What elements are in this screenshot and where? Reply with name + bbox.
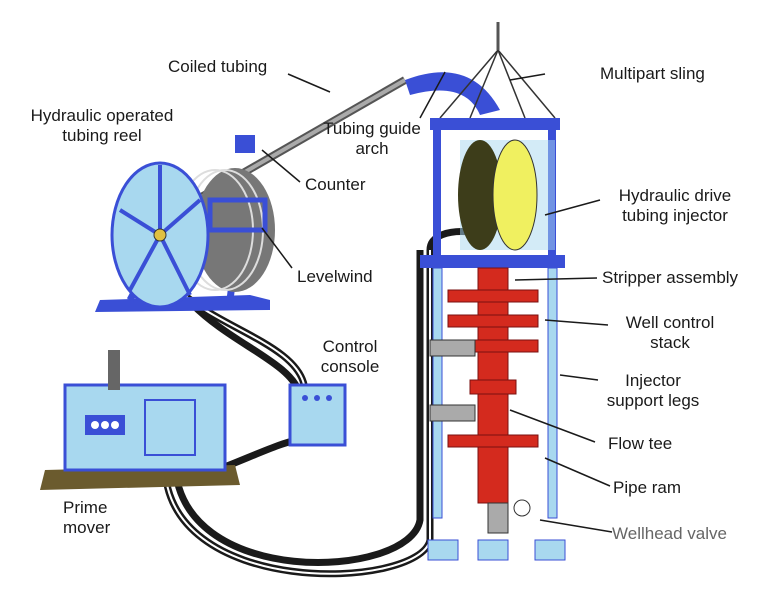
label-counter: Counter xyxy=(305,175,366,194)
label-legs-line2: support legs xyxy=(606,391,700,410)
label-control-console: Control console xyxy=(310,337,390,377)
well-control-stack xyxy=(447,267,539,504)
label-tubing-reel: Hydraulic operated tubing reel xyxy=(14,106,190,146)
label-well-control-stack: Well control stack xyxy=(612,313,728,353)
label-legs-line1: Injector xyxy=(625,371,681,390)
label-pipe-ram: Pipe ram xyxy=(613,478,682,497)
label-flow-tee: Flow tee xyxy=(608,434,673,453)
prime-mover xyxy=(40,350,240,490)
leader-lines xyxy=(261,71,613,533)
label-well-control-line2: stack xyxy=(650,333,690,352)
label-wellhead-valve: Wellhead valve xyxy=(612,524,727,543)
label-well-control-line1: Well control xyxy=(625,313,715,332)
flow-valve xyxy=(429,339,476,357)
tubing-reel xyxy=(95,135,275,312)
label-tubing-injector: Hydraulic drive tubing injector xyxy=(600,186,750,226)
label-guide-arch-line2: arch xyxy=(355,139,389,158)
label-levelwind: Levelwind xyxy=(297,267,373,286)
label-stripper-assembly: Stripper assembly xyxy=(602,268,739,287)
label-console-line1: Control xyxy=(322,337,378,356)
label-tubing-reel-line1: Hydraulic operated xyxy=(30,106,174,125)
label-console-line2: console xyxy=(320,357,380,376)
label-prime-mover-line1: Prime xyxy=(63,498,108,517)
label-injector-support-legs: Injector support legs xyxy=(595,371,711,411)
label-multipart-sling: Multipart sling xyxy=(600,64,705,83)
label-guide-arch-line1: Tubing guide xyxy=(323,119,421,138)
label-prime-mover-line2: mover xyxy=(63,518,111,537)
injector-frame xyxy=(420,118,565,268)
label-prime-mover: Prime mover xyxy=(63,498,110,538)
label-coiled-tubing: Coiled tubing xyxy=(168,57,268,76)
control-console xyxy=(288,383,347,447)
wellhead-valve xyxy=(487,502,509,534)
multipart-sling xyxy=(439,49,556,119)
label-tubing-guide-arch: Tubing guide arch xyxy=(312,119,432,159)
label-tubing-reel-line2: tubing reel xyxy=(62,126,142,145)
label-injector-line1: Hydraulic drive xyxy=(618,186,732,205)
label-injector-line2: tubing injector xyxy=(622,206,728,225)
injector-support-legs xyxy=(427,267,566,561)
flow-valve xyxy=(429,404,476,422)
